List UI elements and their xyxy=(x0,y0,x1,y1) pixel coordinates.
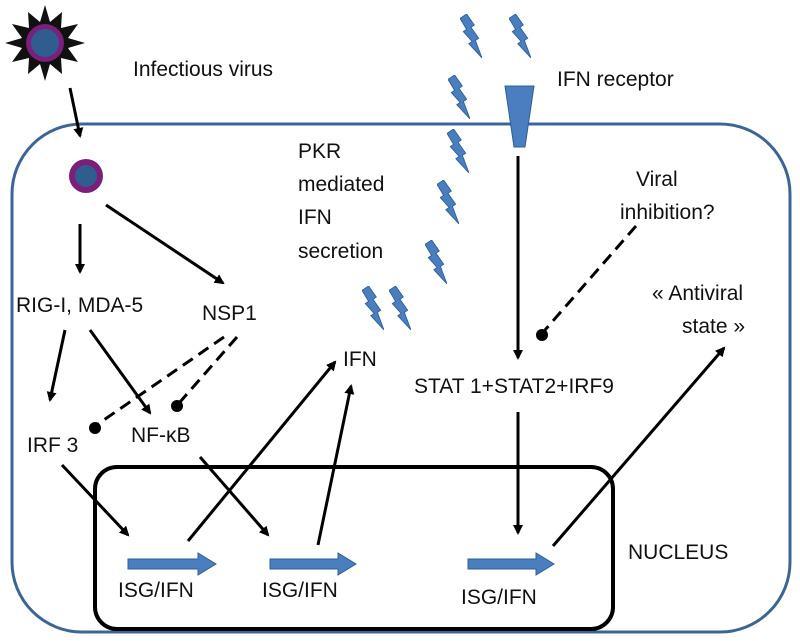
inhibition-lines xyxy=(97,225,638,426)
label-pkr-3: IFN xyxy=(298,206,332,229)
cell-membrane xyxy=(10,122,792,634)
gene-arrow-icon xyxy=(127,552,217,576)
lightning-bolt-icon xyxy=(448,75,470,119)
label-isg-1: ISG/IFN xyxy=(118,579,194,602)
label-antiviral-2: state » xyxy=(682,315,745,338)
arrow-nfkb-to-nucleus xyxy=(198,456,270,537)
lightning-bolt-icon xyxy=(362,286,384,330)
label-infectious-virus: Infectious virus xyxy=(133,58,273,81)
label-isg-2: ISG/IFN xyxy=(262,579,338,602)
inhibition-end-irf3 xyxy=(89,422,101,434)
label-isg-3: ISG/IFN xyxy=(461,586,537,609)
label-ifn: IFN xyxy=(343,348,377,371)
lightning-bolt-icon xyxy=(509,14,531,58)
internalized-virus-icon xyxy=(69,159,103,193)
label-pkr-1: PKR xyxy=(298,140,341,163)
arrow-virus-entry xyxy=(68,87,84,138)
arrow-rig-to-irf3 xyxy=(46,329,67,402)
nucleus xyxy=(93,465,615,631)
label-stat: STAT 1+STAT2+IRF9 xyxy=(414,375,614,398)
arrow-rig-to-nfkb xyxy=(88,329,152,415)
label-ifn-receptor: IFN receptor xyxy=(557,68,674,91)
inhibition-ends xyxy=(89,329,548,434)
inhibition-nsp1-nfkb xyxy=(178,336,239,403)
label-nucleus: NUCLEUS xyxy=(628,541,728,564)
gene-arrow-icon xyxy=(269,552,357,576)
inhibition-viral-stat xyxy=(543,225,638,331)
lightning-bolt-icon xyxy=(389,286,411,330)
label-viral-inhibition-2: inhibition? xyxy=(620,201,715,224)
label-pkr-4: secretion xyxy=(298,240,383,263)
infectious-virus-icon xyxy=(5,5,85,81)
label-irf3: IRF 3 xyxy=(27,434,78,457)
label-rig-mda: RIG-I, MDA-5 xyxy=(16,294,143,317)
gene-arrows xyxy=(127,552,555,576)
signaling-arrows xyxy=(46,87,726,547)
inhibition-end-nfkb xyxy=(171,400,183,412)
virus-core xyxy=(31,29,59,57)
virus-particle-core xyxy=(75,165,97,187)
arrow-gene3-to-antiviral xyxy=(551,346,726,547)
label-viral-inhibition-1: Viral xyxy=(636,168,678,191)
lightning-bolt-icon xyxy=(437,180,459,224)
lightning-bolt-icon xyxy=(425,240,447,284)
arrow-irf3-to-nucleus xyxy=(60,463,130,537)
label-pkr-2: mediated xyxy=(298,173,384,196)
gene-arrow-icon xyxy=(467,552,555,576)
arrow-gene2-to-ifn xyxy=(316,384,355,546)
label-antiviral-1: « Antiviral xyxy=(652,282,743,305)
lightning-bolt-icon xyxy=(447,129,469,173)
label-nfkb: NF-κB xyxy=(131,424,191,447)
label-nsp1: NSP1 xyxy=(202,302,257,325)
lightning-bolt-icon xyxy=(460,14,482,58)
inhibition-nsp1-irf3 xyxy=(97,335,225,426)
arrow-gene1-to-ifn xyxy=(186,360,337,542)
ifn-molecules xyxy=(362,14,531,330)
arrow-virus-to-nsp1 xyxy=(105,203,225,285)
inhibition-end-stat xyxy=(536,329,548,341)
ifn-receptor-icon xyxy=(504,85,535,148)
